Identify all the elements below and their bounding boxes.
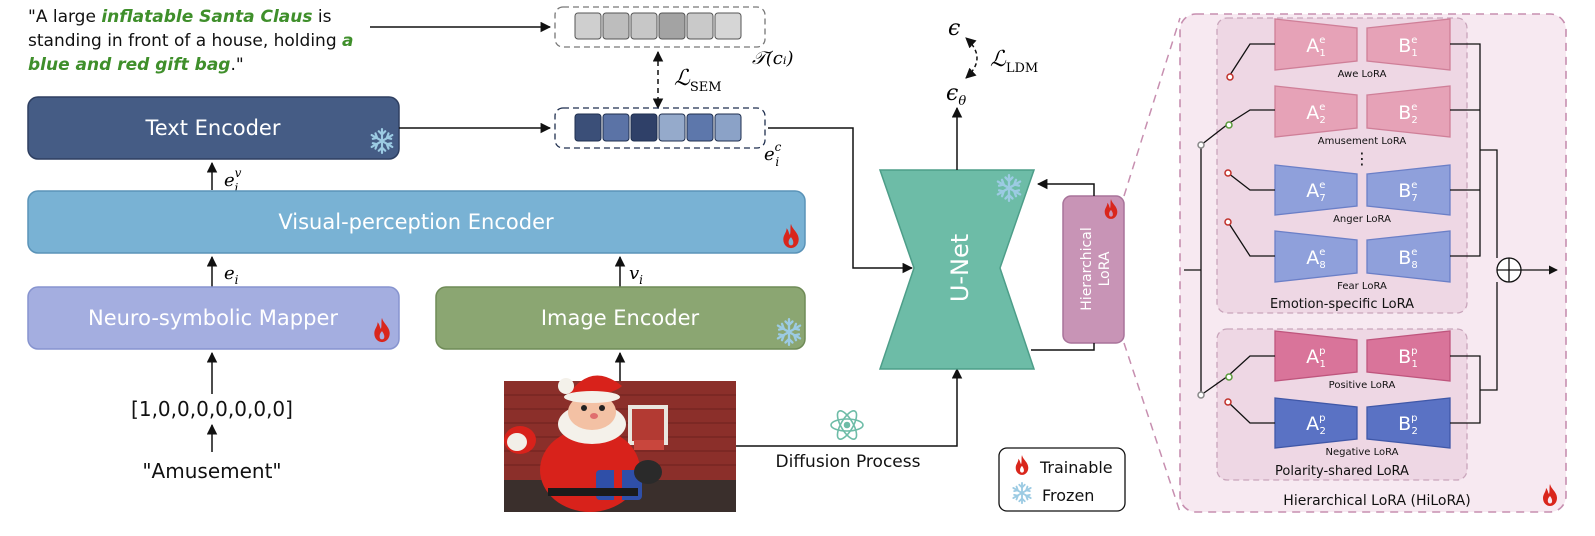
e-c-token-bar <box>554 107 766 149</box>
hlora-bar-label: Hierarchical LoRA <box>1079 227 1113 310</box>
santa-image <box>504 375 736 512</box>
diffusion-label: Diffusion Process <box>776 452 921 472</box>
svg-text:Bp2: Bp2 <box>1398 413 1418 437</box>
svg-text:LoRA: LoRA <box>1097 251 1113 286</box>
svg-text:standing in front of a house,: standing in front of a house, holding a <box>28 31 354 51</box>
hilora-wiring <box>1184 43 1498 424</box>
onehot-vector: [1,0,0,0,0,0,0,0] <box>131 397 293 421</box>
svg-text:"A large inflatable Santa Clau: "A large inflatable Santa Claus is <box>28 7 332 27</box>
legend: Trainable Frozen <box>998 447 1126 512</box>
svg-text:Be1: Be1 <box>1398 35 1418 59</box>
zoom-line-top <box>1123 17 1181 197</box>
ellipsis: ⋮ <box>1354 149 1370 168</box>
svg-text:Hierarchical: Hierarchical <box>1079 227 1095 310</box>
svg-text:Ae1: Ae1 <box>1306 35 1326 59</box>
legend-frozen: Frozen <box>1042 486 1094 505</box>
legend-trainable: Trainable <box>1039 458 1113 477</box>
hilora-title: Hierarchical LoRA (HiLoRA) <box>1283 493 1470 509</box>
visual-perception-encoder-box <box>27 190 806 254</box>
l-ldm-label: ℒLDM <box>990 47 1038 76</box>
svg-text:Ae7: Ae7 <box>1306 180 1326 204</box>
t-ci-label: 𝒯(cᵢ) <box>752 48 794 69</box>
switch-dots <box>1197 73 1234 406</box>
l-sem-label: ℒSEM <box>674 66 722 95</box>
emotion-group-title: Emotion-specific LoRA <box>1270 297 1414 312</box>
polarity-group-title: Polarity-shared LoRA <box>1275 464 1409 479</box>
emotion-word: "Amusement" <box>142 459 281 483</box>
svg-text:Bp1: Bp1 <box>1398 346 1418 370</box>
text-condition-arrow <box>768 127 914 274</box>
lora-name: Fear LoRA <box>1337 281 1387 292</box>
lora-name: Positive LoRA <box>1329 380 1396 391</box>
t-ci-token-bar <box>554 6 766 48</box>
epsilon-theta-label: ϵθ <box>946 81 966 109</box>
svg-text:blue and red gift bag.": blue and red gift bag." <box>28 55 244 75</box>
svg-text:Ap1: Ap1 <box>1306 346 1326 370</box>
epsilon-label: ϵ <box>948 16 960 41</box>
lora-name: Amusement LoRA <box>1318 136 1407 147</box>
caption-text: "A large inflatable Santa Claus is stand… <box>28 7 354 75</box>
svg-text:Ae8: Ae8 <box>1306 247 1326 271</box>
diffusion-arrow <box>736 367 963 447</box>
lora-name: Negative LoRA <box>1326 447 1399 458</box>
svg-text:Ae2: Ae2 <box>1306 102 1326 126</box>
visual-perception-encoder-label: Visual-perception Encoder <box>278 210 554 234</box>
svg-text:Ap2: Ap2 <box>1306 413 1326 437</box>
svg-text:Be2: Be2 <box>1398 102 1418 126</box>
svg-text:Be8: Be8 <box>1398 247 1418 271</box>
image-encoder-box <box>435 286 806 350</box>
atom-icon <box>830 410 864 440</box>
unet-shape <box>878 169 1036 370</box>
ldm-loss-arrow <box>965 37 978 79</box>
lora-name: Anger LoRA <box>1333 214 1391 225</box>
hlora-to-unet-arrow <box>1036 178 1095 196</box>
zoom-line-bottom <box>1123 342 1181 513</box>
lora-name: Awe LoRA <box>1338 69 1387 80</box>
image-encoder-label: Image Encoder <box>541 306 700 330</box>
neuro-symbolic-mapper-box <box>27 286 400 350</box>
unet-to-hlora-line <box>1031 343 1095 351</box>
e-i-label: ei <box>224 263 239 287</box>
neuro-symbolic-mapper-label: Neuro-symbolic Mapper <box>88 306 338 330</box>
text-encoder-label: Text Encoder <box>144 116 280 140</box>
unet-label: U-Net <box>946 234 974 302</box>
v-i-label: vi <box>629 263 643 287</box>
svg-text:Be7: Be7 <box>1398 180 1418 204</box>
